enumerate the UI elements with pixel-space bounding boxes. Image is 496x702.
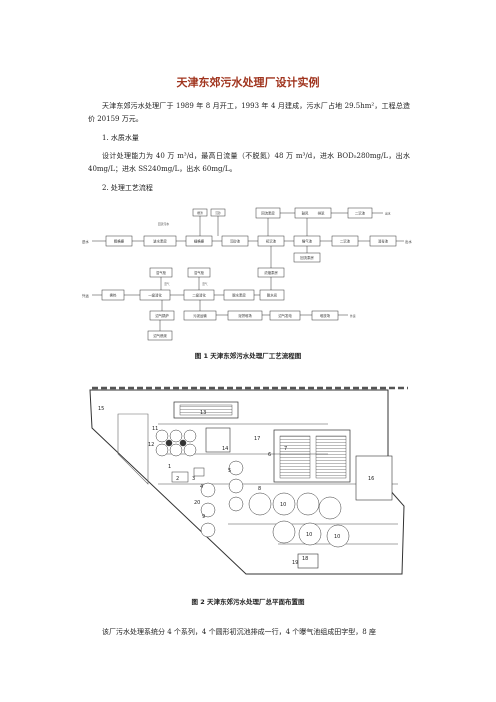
- plan-number-10c: 10: [334, 534, 340, 540]
- plan-number-9: 9: [202, 514, 205, 520]
- fine-screen-label: 细格栅: [194, 239, 205, 244]
- gas-label: 沼气: [164, 282, 170, 286]
- plan-number-2: 2: [176, 476, 179, 482]
- outflow-label: 出水: [405, 239, 412, 244]
- aeration-label: 曝气池: [302, 239, 313, 244]
- pump-label: 进水泵房: [153, 239, 167, 244]
- plan-number-5: 5: [228, 468, 231, 474]
- thicken-pump-label: 浓缩泵房: [264, 270, 278, 275]
- disinfect-label: 消毒池: [378, 239, 389, 244]
- outflow-top-label: 出水: [385, 212, 391, 216]
- grit-label: 沉砂池: [230, 239, 241, 244]
- plan-number-12: 12: [148, 442, 154, 448]
- boiler-label: 沼气锅炉: [155, 313, 169, 318]
- sludge-cake-label: 泥饼堆场: [238, 313, 252, 318]
- section-2-heading: 2. 处理工艺流程: [102, 184, 153, 192]
- digester-2-label: 二级消化: [192, 293, 206, 298]
- plan-number-10b: 10: [306, 532, 312, 538]
- site-plan-diagram: 15 13 11 17 7 6 1 2 3 4 5 20 9 8 10 10 1…: [89, 386, 408, 575]
- plan-number-16: 16: [368, 476, 374, 482]
- dewater-sludge-label: 污泥运输: [193, 313, 207, 318]
- section-1-heading: 1. 水质水量: [102, 134, 139, 142]
- plan-number-1: 1: [168, 464, 171, 470]
- process-flow-diagram: 栅渣 沉砂 回流泵房 鼓风 排泥 二沉池 出水 回流污水 进水 粗格栅 进水泵房…: [82, 207, 412, 341]
- blower-label: 鼓风: [302, 211, 309, 216]
- plan-number-11: 11: [152, 426, 158, 432]
- biogas-gen-label: 沼气发电: [278, 313, 292, 318]
- return-pump-mid-label: 回流泵房: [300, 255, 314, 260]
- plan-number-15: 15: [98, 406, 104, 412]
- section-1-paragraph: 设计处理能力为 40 万 m³/d，最高日流量（不脱氮）48 万 m³/d，进水…: [88, 152, 410, 173]
- plan-number-3: 3: [192, 476, 195, 482]
- gas-holder-1-label: 沼气柜: [156, 270, 167, 275]
- grit-out-label: 沉砂: [215, 211, 221, 215]
- second-sed-top-label: 二沉池: [355, 211, 366, 216]
- plan-number-7: 7: [284, 446, 287, 452]
- page-title: 天津东郊污水处理厂设计实例: [176, 76, 320, 89]
- yard-label: 堆放场: [320, 313, 331, 318]
- gas2-label: 沼气: [202, 282, 208, 286]
- figure-2-caption: 图 2 天津东郊污水处理厂总平面布置图: [191, 598, 305, 606]
- plan-number-14: 14: [222, 446, 228, 452]
- gas-holder-2-label: 沼气柜: [194, 270, 205, 275]
- sludge-out-label: 外运: [82, 293, 89, 298]
- intro-paragraph: 天津东郊污水处理厂于 1989 年 8 月开工，1993 年 4 月建成，污水厂…: [88, 102, 410, 123]
- flare-label: 沼气燃烧: [153, 333, 167, 338]
- plan-number-20: 20: [194, 500, 200, 506]
- plan-number-13: 13: [200, 410, 206, 416]
- dewater-pump-label: 脱水泵房: [232, 293, 246, 298]
- plan-number-6: 6: [268, 452, 271, 458]
- coarse-screen-label: 粗格栅: [114, 239, 125, 244]
- reflux-label: 回流污水: [158, 222, 169, 226]
- figure-1-caption: 图 1 天津东郊污水处理厂工艺流程图: [194, 352, 302, 360]
- dewater-label: 脱水间: [267, 293, 278, 298]
- compost-label: 外运: [350, 314, 356, 318]
- digester-1-label: 一级消化: [148, 293, 162, 298]
- plan-number-4: 4: [200, 484, 203, 490]
- heat-label: 换热: [110, 293, 117, 298]
- sludge-disp-label: 排泥: [318, 211, 325, 216]
- plan-number-8: 8: [258, 486, 261, 492]
- plan-number-19: 19: [292, 560, 298, 566]
- plan-number-10a: 10: [280, 502, 286, 508]
- inflow-label: 进水: [82, 239, 89, 244]
- bottom-paragraph: 该厂污水处理系统分 4 个系列，4 个圆形初沉池排成一行，4 个曝气池组成田字型…: [102, 628, 376, 636]
- plan-number-17: 17: [254, 436, 260, 442]
- screenings-label: 栅渣: [197, 211, 203, 215]
- return-pump-top-label: 回流泵房: [261, 211, 275, 216]
- secondary-label: 二沉池: [340, 239, 351, 244]
- primary-label: 初沉池: [266, 239, 277, 244]
- plan-number-18: 18: [302, 556, 308, 562]
